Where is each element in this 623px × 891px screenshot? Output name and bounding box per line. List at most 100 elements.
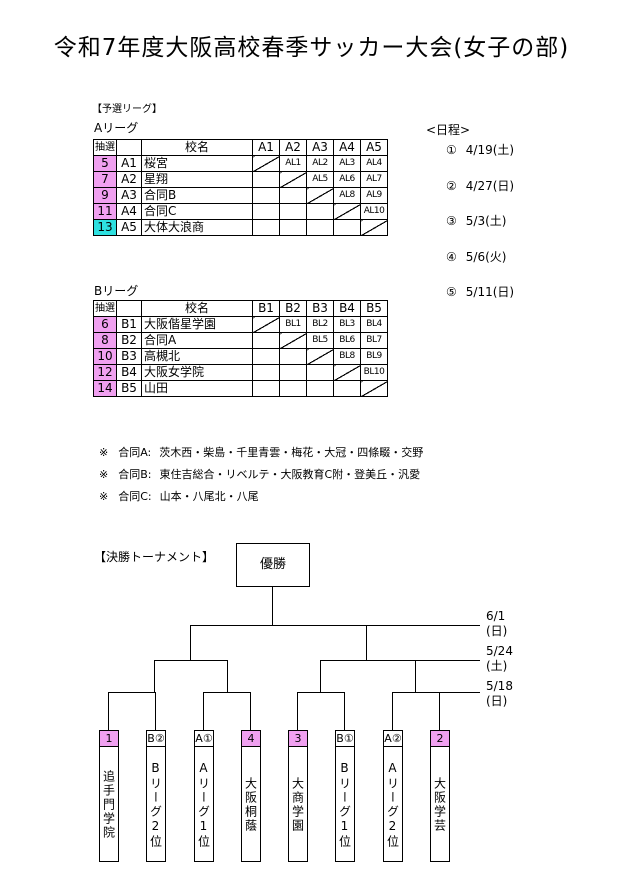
draw-number: 5 xyxy=(93,155,117,172)
seed-label: B① xyxy=(336,732,354,747)
header-cell: A1 xyxy=(252,139,280,156)
team-code: B2 xyxy=(116,332,142,349)
match-cell xyxy=(279,364,307,381)
bracket-line xyxy=(155,692,156,730)
match-cell: BL7 xyxy=(360,332,388,349)
header-cell: B2 xyxy=(279,300,307,317)
seed-label: 2 xyxy=(431,731,449,747)
match-cell xyxy=(252,364,280,381)
schedule-item: ① 4/19(土) xyxy=(446,141,514,158)
draw-number: 13 xyxy=(93,219,117,236)
note-text: 山本・八尾北・八尾 xyxy=(159,490,259,503)
draw-number: 6 xyxy=(93,316,117,333)
schedule-number: ① xyxy=(446,143,457,157)
bracket-team-name: 大阪桐蔭 xyxy=(243,777,258,833)
match-cell xyxy=(306,380,334,397)
header-cell: B1 xyxy=(252,300,280,317)
seed-label: A② xyxy=(384,732,402,747)
league-a-label: Aリーグ xyxy=(94,121,139,135)
note-label: 合同A: xyxy=(118,446,152,459)
match-cell xyxy=(252,171,280,188)
match-cell: BL8 xyxy=(333,348,361,365)
note-line: ※合同B:東住吉総合・リベルテ・大阪教育C附・登美丘・汎愛 xyxy=(99,466,420,482)
match-cell xyxy=(333,380,361,397)
schedule-number: ② xyxy=(446,179,457,193)
diagonal-cell xyxy=(360,219,388,236)
bracket-line xyxy=(392,692,393,730)
bracket-team: 3 大商学園 xyxy=(288,730,308,862)
team-code: B1 xyxy=(116,316,142,333)
note-line: ※ 合同A: 茨木西・柴島・千里青雲・梅花・大冠・四條畷・交野 xyxy=(99,444,423,460)
match-cell: AL7 xyxy=(360,171,388,188)
school-name: 合同C xyxy=(141,203,253,220)
diagonal-cell xyxy=(333,364,361,381)
schedule-number: ⑤ xyxy=(446,285,457,299)
champion-label: 優勝 xyxy=(259,557,286,572)
prelim-label: 【予選リーグ】 xyxy=(92,104,162,115)
match-cell xyxy=(252,348,280,365)
bracket-team-name: Bリーグ2位 xyxy=(148,761,163,849)
bracket-line xyxy=(190,625,480,626)
match-cell xyxy=(306,364,334,381)
header-cell: 抽選 xyxy=(93,139,117,156)
bracket-line xyxy=(108,692,109,730)
schedule-date: 5/11(日) xyxy=(465,285,515,299)
seed-label: 4 xyxy=(242,731,260,747)
team-code: B3 xyxy=(116,348,142,365)
school-name: 合同A xyxy=(141,332,253,349)
schedule-date: 4/19(土) xyxy=(465,143,515,157)
school-name: 大阪偕星学園 xyxy=(141,316,253,333)
seed-label: 3 xyxy=(289,731,307,747)
diagonal-cell xyxy=(333,203,361,220)
draw-number: 9 xyxy=(93,187,117,204)
match-cell xyxy=(306,219,334,236)
note-mark: ※ xyxy=(99,446,109,459)
bracket-team-name: 追手門学院 xyxy=(101,770,116,840)
match-cell: AL5 xyxy=(306,171,334,188)
note-text: 茨木西・柴島・千里青雲・梅花・大冠・四條畷・交野 xyxy=(159,446,424,459)
header-cell: 校名 xyxy=(141,139,253,156)
bracket-line xyxy=(297,692,298,730)
schedule-number: ④ xyxy=(446,250,457,264)
draw-number: 12 xyxy=(93,364,117,381)
match-cell: AL8 xyxy=(333,187,361,204)
school-name: 大阪女学院 xyxy=(141,364,253,381)
match-cell: BL3 xyxy=(333,316,361,333)
school-name: 合同B xyxy=(141,187,253,204)
schedule-date: 5/3(土) xyxy=(465,214,507,228)
note-mark: ※ xyxy=(99,490,109,503)
league-b-label: Bリーグ xyxy=(94,284,139,298)
draw-number: 11 xyxy=(93,203,117,220)
round-date-final: 6/1 (日) xyxy=(486,609,507,639)
bracket-line xyxy=(344,692,345,730)
diagonal-cell xyxy=(279,171,307,188)
champion-box: 優勝 xyxy=(236,543,310,587)
draw-number: 7 xyxy=(93,171,117,188)
diagonal-cell xyxy=(360,380,388,397)
team-code: B4 xyxy=(116,364,142,381)
diagonal-cell xyxy=(252,316,280,333)
seed-label: A① xyxy=(195,732,213,747)
round-date-line: 5/18 xyxy=(486,679,513,693)
header-cell: B4 xyxy=(333,300,361,317)
match-cell xyxy=(252,203,280,220)
match-cell xyxy=(252,332,280,349)
header-cell xyxy=(116,139,142,156)
match-cell: AL1 xyxy=(279,155,307,172)
match-cell: AL9 xyxy=(360,187,388,204)
final-label: 【決勝トーナメント】 xyxy=(94,550,215,564)
match-cell xyxy=(279,187,307,204)
bracket-team-name: 大商学園 xyxy=(290,777,305,833)
